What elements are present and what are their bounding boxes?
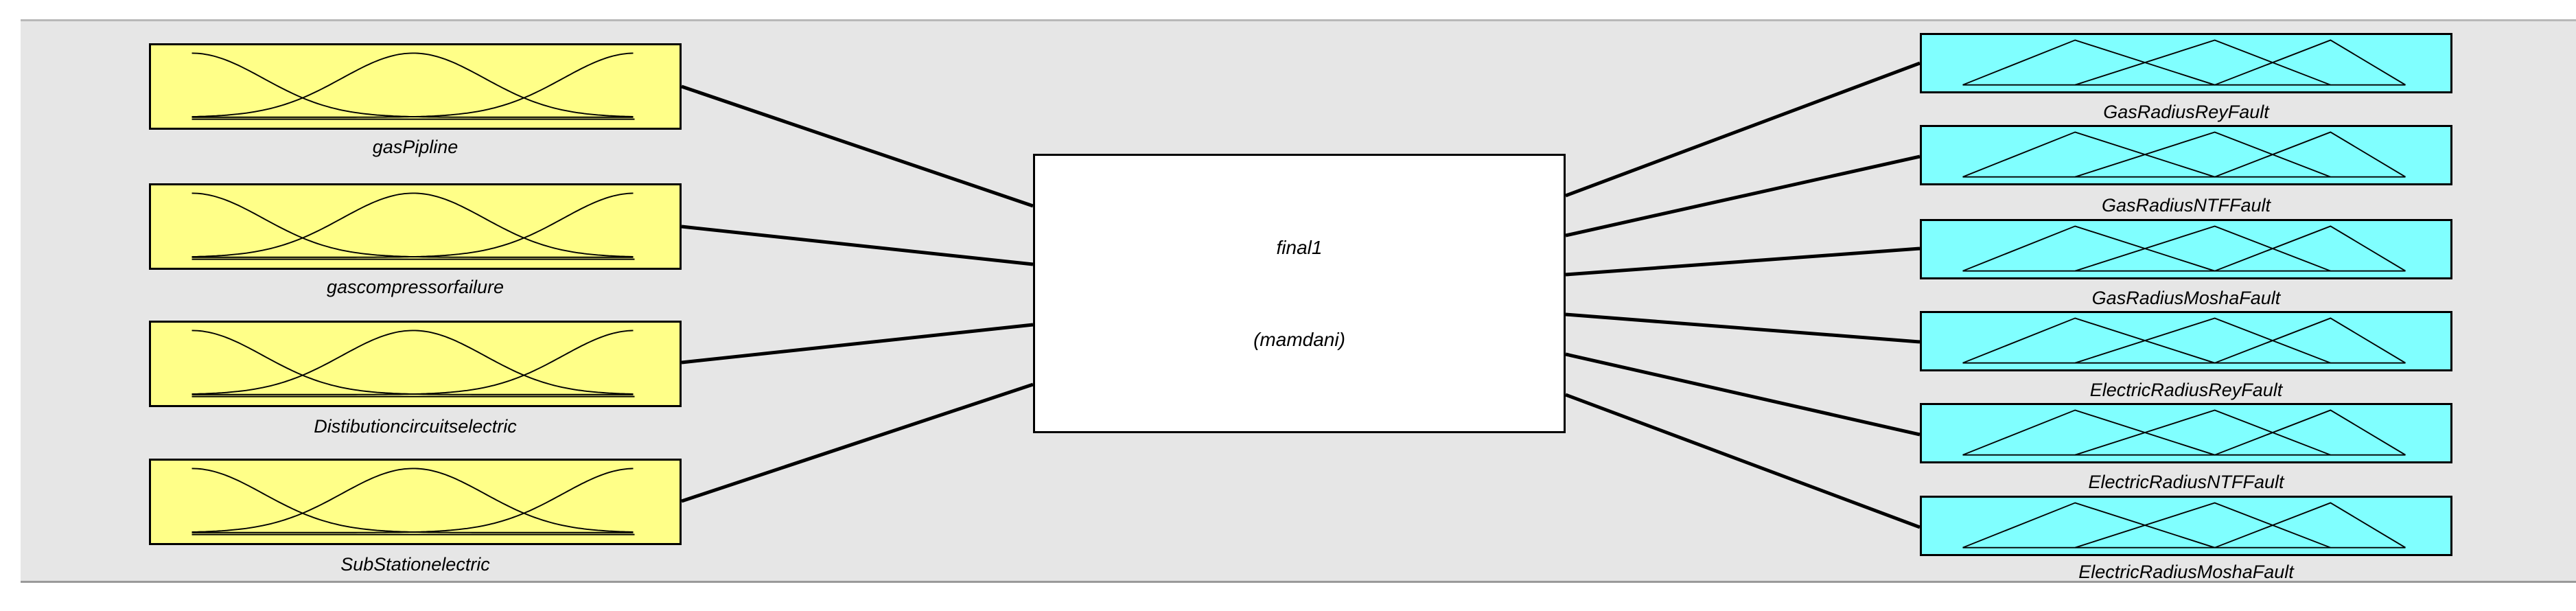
output-label: ElectricRadiusNTFFault [1920, 472, 2452, 493]
connection-line [681, 382, 1034, 503]
output-variable-box[interactable] [1920, 125, 2452, 185]
mf-triangle-3 [2214, 409, 2406, 456]
mf-triangle-2 [2074, 225, 2331, 272]
input-label: gascompressorfailure [149, 277, 682, 298]
gaussian-mf-icon [192, 468, 635, 535]
mf-triangle-2 [2074, 409, 2331, 456]
input-label: gasPipline [149, 137, 682, 158]
mf-curve-1 [192, 468, 634, 533]
mf-curve-1 [192, 52, 634, 118]
mf-triangle-1 [1962, 409, 2215, 456]
top-divider [21, 19, 2576, 21]
connection-line [1565, 61, 1921, 198]
connection-line [681, 84, 1034, 208]
output-label: GasRadiusNTFFault [1920, 195, 2452, 216]
mf-curve-2 [192, 52, 634, 117]
output-label-text: GasRadiusMoshaFault [2091, 288, 2281, 308]
triangular-mf-icon [1962, 317, 2406, 364]
mf-curve-3 [192, 52, 634, 118]
triangular-mf-icon [1962, 39, 2406, 86]
mf-triangle-1 [1962, 317, 2215, 364]
gaussian-mf-icon [192, 330, 635, 397]
mf-triangle-1 [1962, 502, 2215, 549]
triangular-mf-icon [1962, 502, 2406, 549]
mf-curve-3 [192, 468, 634, 533]
mf-curve-1 [192, 192, 634, 258]
system-type: (mamdani) [1253, 329, 1345, 350]
mf-triangle-3 [2214, 317, 2406, 364]
mf-curve-3 [192, 192, 634, 258]
mf-triangle-2 [2074, 39, 2331, 86]
fis-system-box[interactable]: final1 (mamdani) [1033, 154, 1566, 433]
mf-curve-2 [192, 192, 634, 257]
mf-triangle-3 [2214, 39, 2406, 86]
output-label: GasRadiusMoshaFault [1920, 288, 2452, 309]
output-variable-box[interactable] [1920, 33, 2452, 93]
connection-line [1565, 154, 1921, 238]
output-label: GasRadiusReyFault [1920, 102, 2452, 123]
input-label: SubStationelectric [149, 554, 682, 575]
input-label-text: Distibutioncircuitselectric [314, 416, 517, 437]
triangular-mf-icon [1962, 131, 2406, 178]
system-name: final1 [1276, 237, 1323, 258]
mf-triangle-1 [1962, 225, 2215, 272]
mf-triangle-2 [2074, 317, 2331, 364]
connection-line [681, 323, 1034, 365]
gaussian-mf-icon [192, 192, 635, 260]
output-label-text: ElectricRadiusMoshaFault [2078, 562, 2294, 582]
connection-line [1565, 312, 1921, 344]
input-variable-box[interactable] [149, 183, 682, 270]
input-label-text: SubStationelectric [340, 554, 490, 575]
mf-curve-1 [192, 330, 634, 395]
mf-triangle-2 [2074, 131, 2331, 178]
mf-curve-2 [192, 468, 634, 533]
output-label-text: ElectricRadiusNTFFault [2088, 472, 2284, 492]
input-variable-box[interactable] [149, 321, 682, 407]
mf-triangle-3 [2214, 131, 2406, 178]
input-label-text: gasPipline [372, 137, 459, 157]
output-label: ElectricRadiusReyFault [1920, 380, 2452, 401]
mf-triangle-1 [1962, 39, 2215, 86]
mf-triangle-2 [2074, 502, 2331, 549]
output-label-text: GasRadiusReyFault [2103, 102, 2269, 122]
connection-line [1565, 352, 1921, 437]
connection-line [1565, 393, 1921, 529]
output-variable-box[interactable] [1920, 219, 2452, 279]
output-variable-box[interactable] [1920, 496, 2452, 556]
gaussian-mf-icon [192, 52, 635, 120]
input-variable-box[interactable] [149, 459, 682, 545]
input-label: Distibutioncircuitselectric [149, 416, 682, 437]
input-label-text: gascompressorfailure [326, 277, 504, 297]
mf-triangle-3 [2214, 225, 2406, 272]
mf-triangle-1 [1962, 131, 2215, 178]
triangular-mf-icon [1962, 409, 2406, 456]
mf-curve-3 [192, 330, 634, 395]
bottom-divider [21, 581, 2576, 583]
triangular-mf-icon [1962, 225, 2406, 272]
input-variable-box[interactable] [149, 43, 682, 130]
output-label-text: ElectricRadiusReyFault [2089, 380, 2283, 400]
output-variable-box[interactable] [1920, 403, 2452, 463]
output-variable-box[interactable] [1920, 311, 2452, 371]
output-label-text: GasRadiusNTFFault [2101, 195, 2271, 216]
connection-line [1565, 246, 1921, 277]
mf-curve-2 [192, 330, 634, 395]
mf-triangle-3 [2214, 502, 2406, 549]
connection-line [681, 224, 1034, 266]
output-label: ElectricRadiusMoshaFault [1920, 562, 2452, 583]
